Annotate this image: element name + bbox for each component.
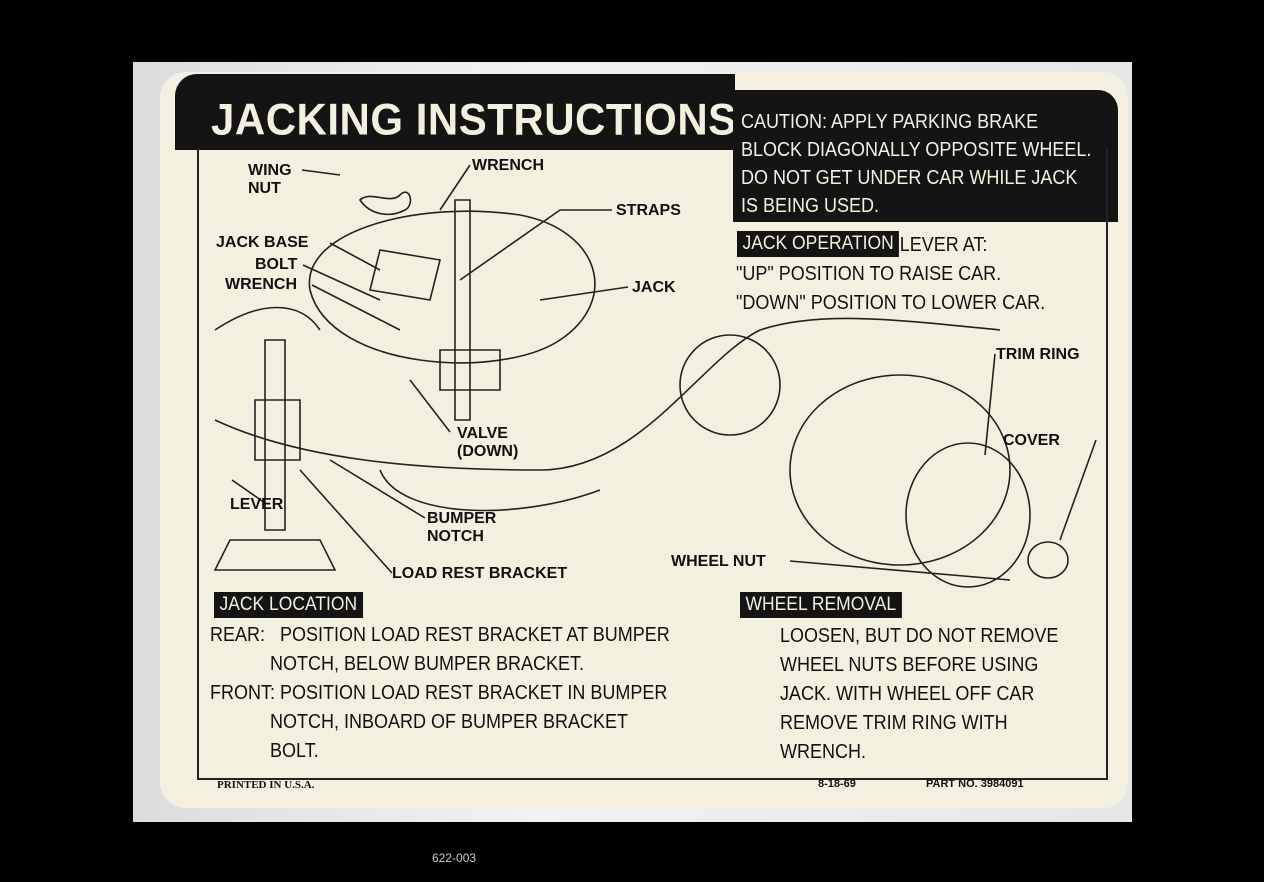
- label-wing-nut: WING NUT: [248, 162, 292, 197]
- hubcap-cover: [1027, 541, 1069, 579]
- decal-title: JACKING INSTRUCTIONS: [211, 94, 737, 145]
- spare-tire-outline: [308, 210, 596, 364]
- label-bumper-notch: BUMPER NOTCH: [427, 510, 497, 545]
- label-valve: VALVE (DOWN): [457, 425, 519, 460]
- label-jack-base: JACK BASE: [216, 234, 309, 251]
- label-jack: JACK: [632, 279, 676, 296]
- label-bolt: BOLT: [255, 256, 298, 273]
- label-lever: LEVER: [230, 496, 284, 513]
- tire: [789, 374, 1011, 566]
- jack-location-text: REAR: POSITION LOAD REST BRACKET AT BUMP…: [210, 624, 670, 762]
- part-number: PART NO. 3984091: [926, 778, 1024, 790]
- title-bar: [175, 74, 735, 150]
- jack-operation-text: JACK OPERATION LEVER AT: "UP" POSITION T…: [736, 231, 1045, 318]
- trim-ring: [905, 442, 1031, 588]
- label-wrench-top: WRENCH: [472, 157, 544, 174]
- jack-assembly: [369, 199, 501, 421]
- caution-text: CAUTION: APPLY PARKING BRAKE BLOCK DIAGO…: [741, 111, 1092, 217]
- wheel-hub: [679, 334, 781, 436]
- jack-post: [213, 339, 337, 571]
- label-cover: COVER: [1003, 432, 1060, 449]
- printed-in-usa: PRINTED IN U.S.A.: [217, 779, 315, 791]
- car-body-outline: [214, 306, 1001, 512]
- label-wrench-left: WRENCH: [225, 276, 297, 293]
- label-trim-ring: TRIM RING: [996, 346, 1080, 363]
- jack-operation-tag: JACK OPERATION: [737, 231, 900, 257]
- decal-border: [197, 148, 1108, 780]
- label-load-rest-bracket: LOAD REST BRACKET: [392, 565, 568, 582]
- wheel-removal-tag: WHEEL REMOVAL: [740, 592, 902, 618]
- image-caption: 622-003: [432, 851, 477, 865]
- print-date: 8-18-69: [818, 778, 856, 790]
- label-straps: STRAPS: [616, 202, 681, 219]
- jack-operation-instructions: LEVER AT: "UP" POSITION TO RAISE CAR. "D…: [736, 234, 1046, 314]
- wheel-removal-text: LOOSEN, BUT DO NOT REMOVE WHEEL NUTS BEF…: [780, 625, 1059, 763]
- jack-location-tag: JACK LOCATION: [214, 592, 363, 618]
- caution-block: [733, 90, 1118, 222]
- leader-lines: [231, 164, 1097, 581]
- label-wheel-nut: WHEEL NUT: [671, 553, 766, 570]
- wing-nut: [358, 191, 412, 216]
